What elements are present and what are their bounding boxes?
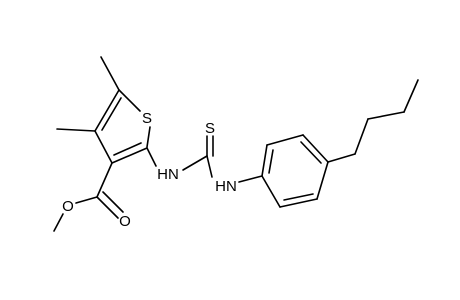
methyl-ester-group bbox=[53, 162, 124, 232]
atom-sulfur-thiophene: S bbox=[142, 110, 152, 127]
bond-carbonyl-double-a bbox=[96, 196, 119, 219]
bond-ar-4-inner bbox=[300, 141, 322, 164]
bond-thiocarbonyl-c-nh bbox=[206, 155, 213, 178]
bond-c2-c3-inner bbox=[113, 142, 142, 156]
butyl-chain bbox=[327, 79, 419, 163]
bond-c2-c3 bbox=[111, 147, 148, 164]
bond-ar-6-inner bbox=[268, 149, 274, 174]
bond-carbonyl-to-o bbox=[75, 196, 98, 204]
benzene-ring bbox=[261, 134, 329, 208]
bond-nh-thiocarbonyl-c bbox=[182, 155, 208, 171]
atom-sulfur-thiocarbonyl: S bbox=[205, 120, 215, 137]
atom-oxygen-carbonyl: O bbox=[119, 213, 131, 230]
bond-c5-methyl bbox=[100, 56, 120, 91]
bond-butyl-1 bbox=[327, 153, 356, 163]
thiophene-ring bbox=[94, 89, 151, 164]
bond-butyl-3 bbox=[367, 111, 405, 120]
bond-butyl-4 bbox=[403, 79, 419, 113]
bond-s-c2 bbox=[146, 126, 151, 148]
bond-c3-carbonyl bbox=[96, 162, 113, 198]
bond-ar-5 bbox=[266, 134, 304, 146]
bond-c3-c4 bbox=[94, 130, 113, 164]
bond-ar-2 bbox=[279, 198, 318, 208]
bond-butyl-2 bbox=[354, 118, 369, 155]
atom-nh-thiophene-side: HN bbox=[157, 166, 179, 183]
thiourea-group bbox=[146, 135, 263, 183]
bond-ar-4 bbox=[302, 134, 329, 163]
bond-c4-c5 bbox=[94, 89, 120, 132]
bond-ar-6 bbox=[261, 144, 268, 177]
bond-carbonyl-double-b bbox=[102, 191, 124, 213]
bond-ar-2-inner bbox=[283, 193, 314, 201]
bond-c5-s bbox=[118, 89, 141, 112]
atom-nh-phenyl-side: HN bbox=[215, 178, 237, 195]
bond-ar-1 bbox=[261, 175, 281, 208]
bond-ar-3 bbox=[316, 161, 329, 200]
atom-oxygen-methoxy: O bbox=[62, 198, 74, 215]
bond-o-methyl bbox=[53, 213, 64, 232]
bond-c4-methyl bbox=[56, 128, 96, 132]
bond-nh-phenyl bbox=[238, 175, 263, 183]
bond-c4-c5-inner bbox=[101, 97, 122, 131]
bond-c2-nh bbox=[146, 147, 157, 167]
